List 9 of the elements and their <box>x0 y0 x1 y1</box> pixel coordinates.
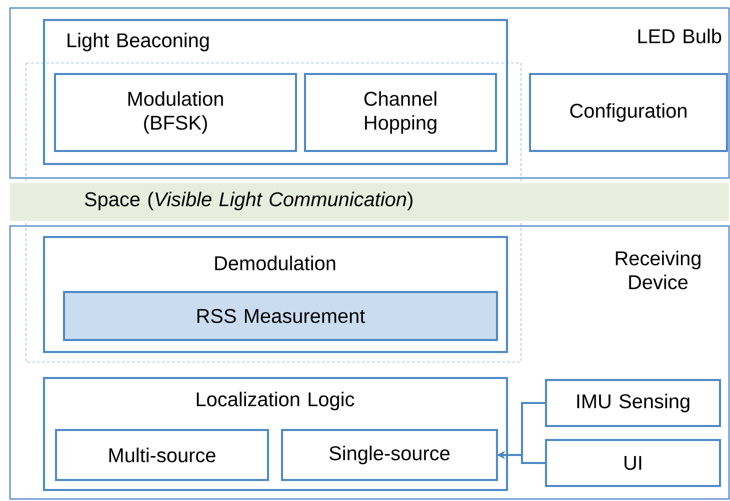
process-box: Single-source <box>281 429 498 481</box>
process-box: Multi-source <box>55 429 269 481</box>
process-box: Channel Hopping <box>304 73 497 152</box>
process-box: IMU Sensing <box>545 379 721 427</box>
band: Space (Visible Light Communication) <box>10 183 729 221</box>
process-box: UI <box>545 439 721 487</box>
process-box: Configuration <box>529 73 728 152</box>
process-box: RSS Measurement <box>63 291 498 341</box>
process-box: Modulation (BFSK) <box>54 73 297 152</box>
